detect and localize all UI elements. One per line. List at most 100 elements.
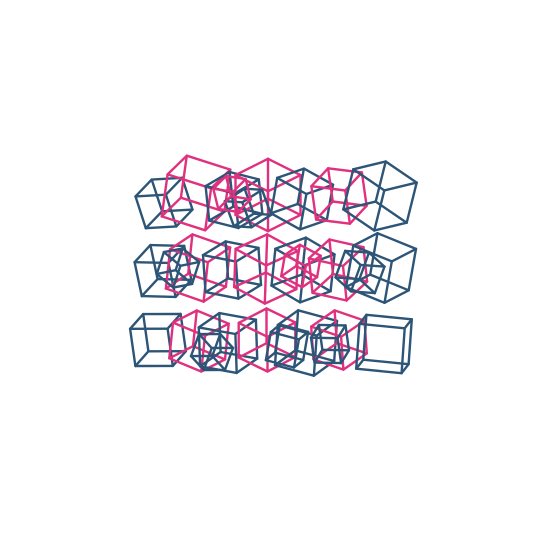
cube-edge — [197, 311, 221, 329]
cube-edge — [273, 323, 282, 354]
cube-edge — [333, 309, 366, 322]
cube-edge — [269, 323, 282, 334]
cube-edge — [179, 154, 189, 199]
cube-edge — [223, 199, 244, 204]
cube-edge — [241, 188, 264, 204]
cube-layer — [128, 154, 418, 377]
cube-edge — [374, 160, 387, 203]
blue-wireframe-cube — [355, 313, 413, 375]
cube-edge — [265, 307, 297, 324]
cube-edge — [310, 167, 330, 188]
cube-edge — [168, 345, 195, 360]
cube-edge — [264, 249, 299, 267]
cube-edge — [217, 194, 233, 211]
cube-edge — [355, 358, 365, 370]
cube-edge — [369, 231, 379, 276]
cube-edge — [376, 231, 418, 251]
cube-edge — [342, 168, 355, 211]
cube-edge — [339, 349, 351, 365]
cube-edge — [296, 202, 328, 222]
cube-edge — [365, 313, 413, 321]
cube-edge — [260, 188, 273, 217]
cube-edge — [204, 290, 240, 300]
cube-edge — [270, 284, 302, 304]
cube-edge — [280, 253, 287, 278]
cube-edge — [309, 336, 339, 340]
cube-edge — [314, 218, 352, 225]
cube-edge — [300, 273, 332, 293]
cube-edge — [276, 176, 308, 196]
cube-edge — [252, 212, 273, 217]
cube-edge — [179, 312, 188, 353]
cube-edge — [298, 192, 308, 231]
cube-edge — [283, 243, 302, 257]
blue-wireframe-cube — [264, 323, 310, 369]
cube-edge — [280, 264, 298, 278]
cube-edge — [344, 244, 355, 289]
cube-edge — [218, 311, 258, 321]
cube-edge — [144, 210, 164, 230]
cube-edge — [133, 261, 170, 265]
cube-edge — [310, 184, 318, 221]
cube-edge — [263, 264, 268, 305]
cube-edge — [224, 174, 233, 198]
cube-edge — [310, 309, 336, 328]
cube-edge — [313, 361, 343, 365]
cube-edge — [204, 170, 231, 188]
cube-edge — [309, 323, 321, 339]
cube-edge — [166, 173, 213, 190]
cube-edge — [232, 247, 237, 289]
cube-edge — [352, 244, 393, 263]
cube-edge — [207, 205, 235, 222]
cube-edge — [276, 167, 306, 180]
cube-edge — [155, 269, 177, 276]
cube-edge — [383, 181, 418, 192]
cube-edge — [190, 260, 201, 286]
cube-edge — [175, 208, 194, 228]
cube-edge — [237, 321, 269, 338]
blue-wireframe-cube — [309, 323, 351, 365]
cube-edge — [134, 178, 153, 198]
cube-edge — [305, 183, 335, 196]
cube-edge — [300, 264, 307, 289]
cube-edge — [355, 322, 361, 370]
cube-edge — [264, 271, 298, 291]
cube-edge — [292, 338, 301, 369]
cube-edge — [367, 251, 386, 268]
cube-edge — [237, 307, 268, 325]
cube-edge — [235, 357, 259, 375]
cube-edge — [302, 167, 335, 186]
cube-edge — [266, 173, 302, 193]
cube-edge — [160, 196, 183, 218]
cube-edge — [373, 221, 408, 232]
cube-edge — [280, 275, 304, 289]
cube-edge — [348, 204, 368, 225]
cube-edge — [232, 224, 253, 229]
cube-edge — [228, 170, 260, 181]
cube-edge — [352, 160, 387, 171]
cube-edge — [232, 212, 255, 228]
cube-edge — [217, 207, 240, 214]
cube-edge — [264, 351, 277, 362]
cube-edge — [212, 174, 228, 190]
cube-edge — [224, 240, 230, 280]
cube-edge — [383, 289, 410, 304]
cube-edge — [300, 275, 319, 289]
cube-edge — [349, 263, 362, 293]
cube-edge — [264, 358, 296, 369]
cube-edge — [344, 249, 371, 254]
cube-edge — [317, 323, 347, 327]
cube-edge — [155, 250, 166, 276]
blue-wireframe-cube — [201, 240, 263, 300]
cube-edge — [197, 326, 237, 336]
cube-edge — [312, 334, 318, 377]
cube-edge — [328, 238, 365, 249]
cube-edge — [189, 332, 201, 358]
cube-edge — [358, 277, 376, 295]
cube-edge — [390, 247, 418, 263]
cube-edge — [168, 357, 203, 373]
cube-edge — [294, 309, 300, 352]
cube-edge — [269, 212, 302, 231]
cube-edge — [204, 184, 211, 222]
cube-edge — [189, 354, 206, 372]
